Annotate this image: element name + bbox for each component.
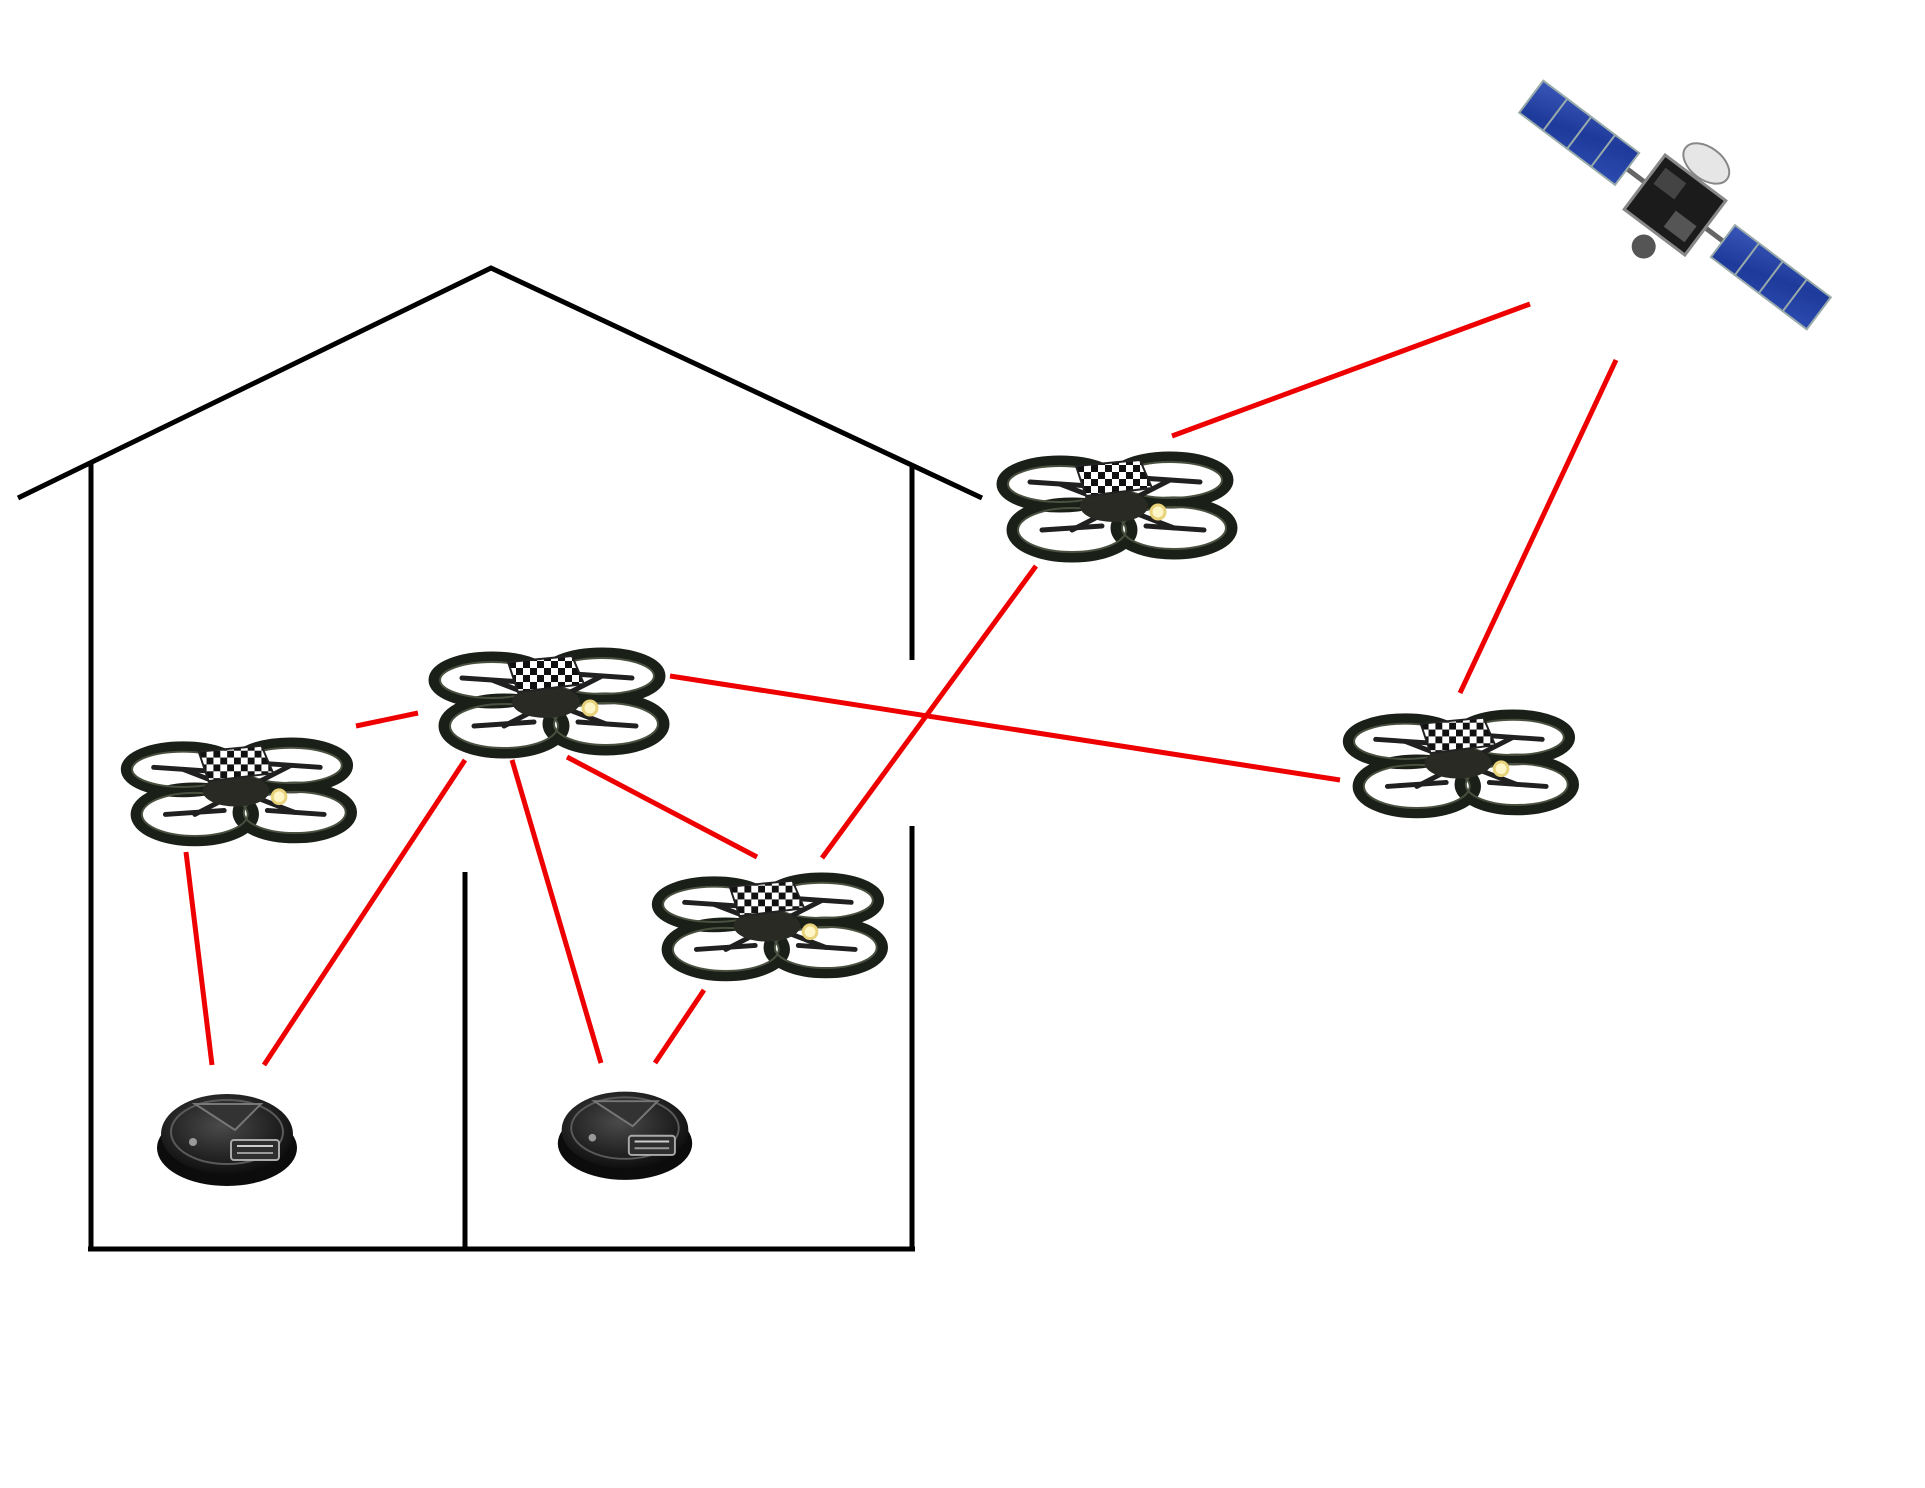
link-drone-c-robot-1 [183,851,215,1066]
link-satellite-drone-e [1457,358,1619,695]
satellite-icon [1517,79,1833,331]
link-drone-b-drone-c [355,710,419,729]
communication-links [183,301,1619,1067]
link-drone-b-robot-2 [509,759,604,1064]
ground-robot-icon [556,1090,694,1181]
ground-robot-icon [156,1093,298,1187]
link-drone-b-drone-e [669,673,1341,783]
quadcopter-icon [434,653,664,753]
quadcopter-icon [657,878,882,976]
building-outline [16,265,984,1252]
link-satellite-drone-a [1171,301,1531,439]
roof [16,265,984,501]
link-drone-a-drone-d [819,564,1039,860]
link-drone-b-drone-d [565,754,759,860]
quadcopter-icon [1348,715,1573,813]
link-drone-b-robot-1 [261,758,468,1067]
quadcopter-icon [126,743,351,841]
quadcopter-icon [1002,457,1232,557]
link-drone-d-robot-2 [652,988,707,1065]
